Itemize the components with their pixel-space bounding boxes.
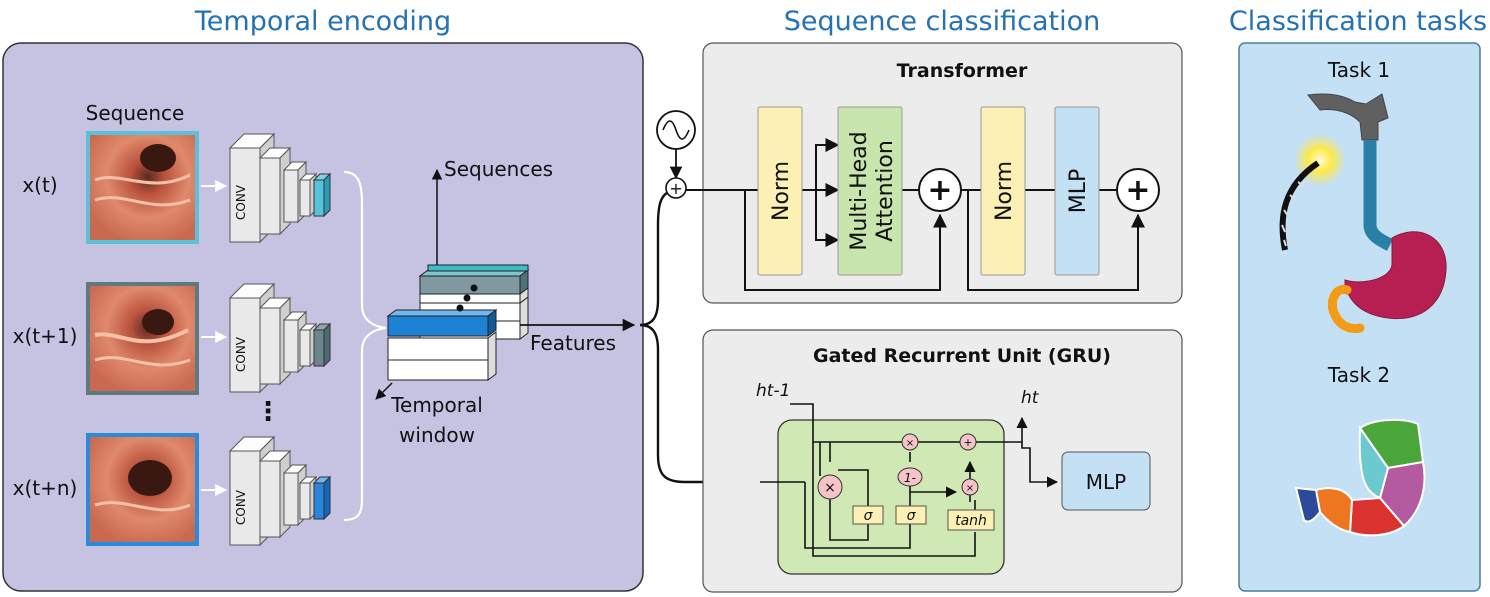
- gru-add-sign: +: [963, 436, 972, 449]
- mha-label-1: Multi-Head: [847, 131, 872, 250]
- gru-add: [959, 433, 977, 451]
- input-label-t1: x(t+1): [13, 324, 78, 348]
- sequences-label: Sequences: [444, 157, 553, 181]
- positional-add-icon: [665, 177, 687, 199]
- gru-mlp-label: MLP: [1086, 470, 1126, 494]
- stack-dot-2: [463, 294, 471, 302]
- gru-cell: [777, 419, 1005, 575]
- gru-multiply-candidate: [961, 478, 979, 496]
- transformer-title: Transformer: [897, 60, 1028, 82]
- stack-dot-1: [470, 284, 478, 292]
- temporal-window-label-2: window: [399, 423, 475, 447]
- task-1-label: Task 1: [1327, 58, 1390, 82]
- gru-h-prev-label: ht-1: [756, 381, 790, 401]
- norm-1-label: Norm: [769, 161, 794, 221]
- gru-one-minus-label: 1-: [904, 471, 916, 485]
- feature-stack-front: [386, 309, 498, 381]
- gru-multiply-candidate-sign: ×: [966, 483, 974, 494]
- input-frame-2: [86, 282, 199, 395]
- gru-multiply-update-sign: ×: [906, 438, 914, 449]
- cnn-stack-1: [228, 132, 332, 244]
- transformer-mlp-label: MLP: [1066, 169, 1091, 214]
- input-label-t: x(t): [22, 173, 57, 197]
- mha-label-2: Attention: [873, 140, 898, 242]
- sequence-classification-title: Sequence classification: [784, 6, 1100, 37]
- task-2-label: Task 2: [1327, 363, 1390, 387]
- transformer-norm-1: [757, 106, 803, 276]
- frames-ellipsis: ⋮: [255, 397, 281, 427]
- input-frame-1: [86, 131, 199, 244]
- gru-multiply-reset-sign: ×: [824, 480, 836, 496]
- transformer-norm-2: [980, 106, 1026, 276]
- cnn-stack-3: [228, 435, 332, 547]
- gru-sigma-reset: [852, 505, 884, 525]
- input-frame-3: [86, 433, 199, 546]
- input-label-tn: x(t+n): [13, 476, 78, 500]
- transformer-mlp: [1054, 106, 1100, 276]
- transformer-add-1: [918, 168, 962, 212]
- positional-add-sign: +: [669, 179, 682, 198]
- gru-h-out-label: ht: [1021, 388, 1040, 408]
- transformer-add-2-sign: +: [1125, 173, 1150, 208]
- multi-head-attention-block: [837, 106, 903, 276]
- transformer-add-2: [1116, 168, 1160, 212]
- gru-multiply-update: [901, 433, 919, 451]
- temporal-window-label-1: Temporal: [390, 393, 483, 417]
- conv-label-2: CONV: [234, 336, 248, 372]
- sequence-label: Sequence: [86, 101, 185, 125]
- features-label: Features: [530, 331, 616, 355]
- stack-dot-3: [456, 304, 464, 312]
- stomach-regions-icon: [1294, 418, 1426, 537]
- conv-label-1: CONV: [234, 184, 248, 220]
- gru-title: Gated Recurrent Unit (GRU): [813, 345, 1111, 367]
- classifier-brace: [639, 188, 762, 491]
- gru-one-minus: [897, 467, 923, 487]
- classification-tasks-title: Classification tasks: [1229, 6, 1487, 37]
- gru-mlp: [1061, 451, 1151, 511]
- gru-sigma-update: [895, 505, 927, 525]
- conv-label-3: CONV: [234, 489, 248, 525]
- norm-2-label: Norm: [992, 161, 1017, 221]
- cnn-stack-2: [228, 282, 332, 394]
- temporal-encoding-title: Temporal encoding: [194, 6, 451, 37]
- gru-sigma-reset-label: σ: [864, 508, 874, 524]
- gru-multiply-reset: [817, 474, 843, 500]
- gru-tanh: [947, 509, 995, 531]
- endoscope-stomach-icon: [1279, 93, 1447, 333]
- cnn-output-brace: [343, 170, 387, 522]
- gru-tanh-label: tanh: [955, 513, 987, 529]
- gru-sigma-update-label: σ: [907, 508, 917, 524]
- transformer-add-1-sign: +: [927, 173, 952, 208]
